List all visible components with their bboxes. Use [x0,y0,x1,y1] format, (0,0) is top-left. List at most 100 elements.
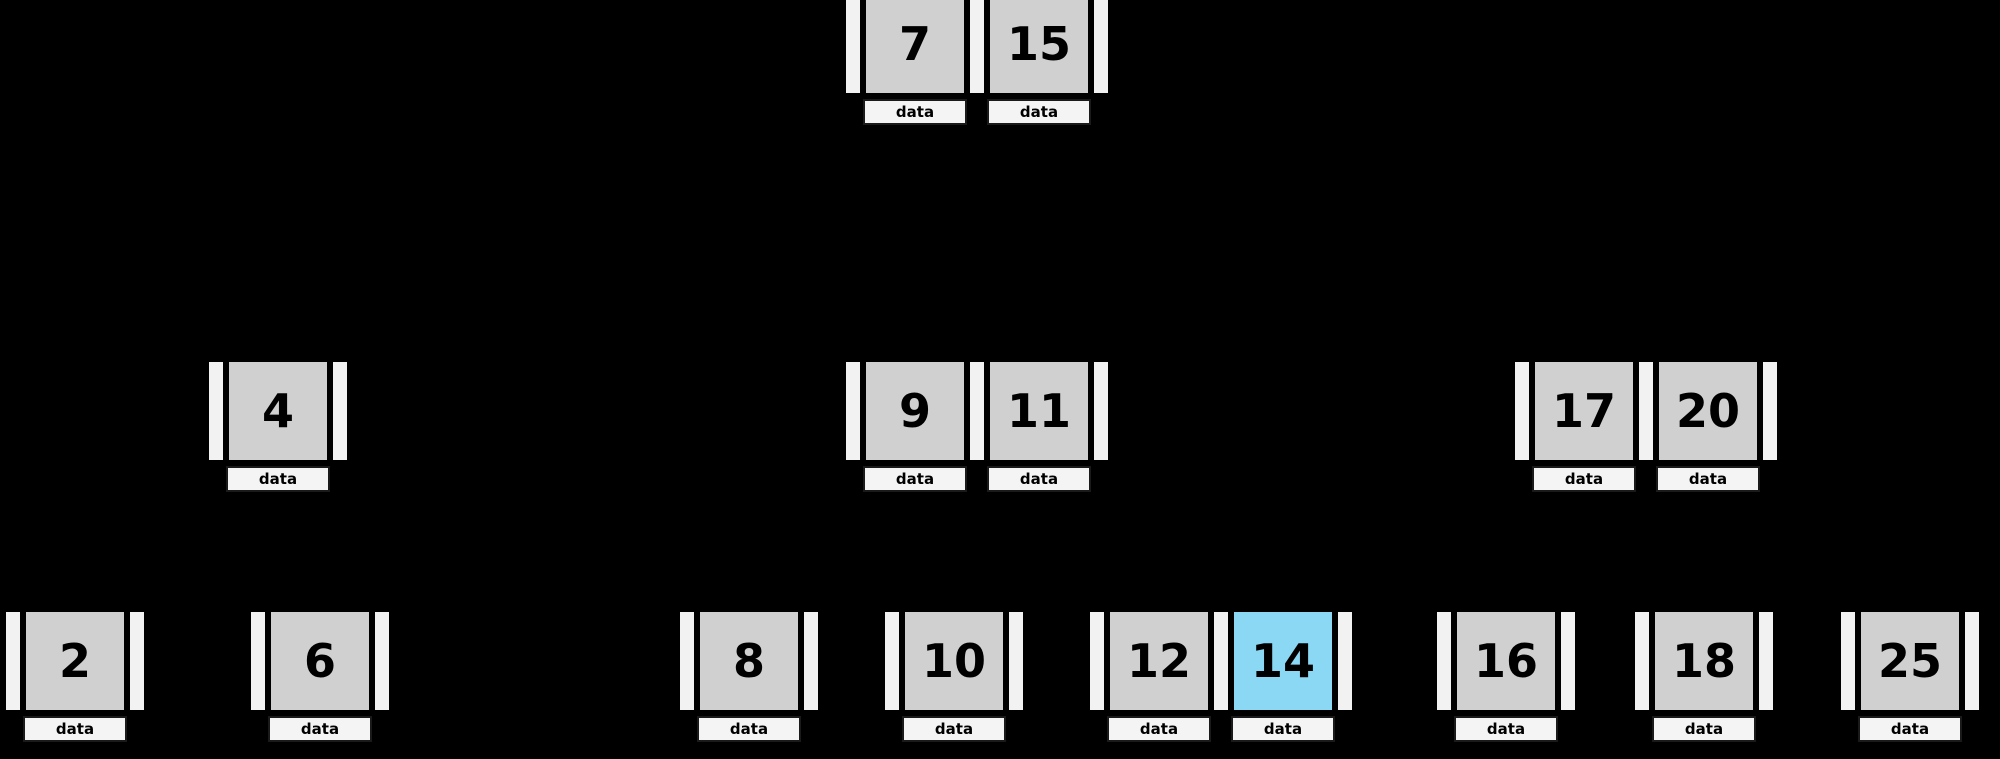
key-value[interactable]: 4 [226,359,330,463]
pointer-slot[interactable] [1512,359,1532,463]
child-pointer-icon[interactable] [967,0,987,96]
child-pointer-icon[interactable] [1091,359,1111,463]
pointer-slot[interactable] [967,0,987,96]
pointer-slot[interactable] [1838,609,1858,713]
child-pointer-icon[interactable] [127,609,147,713]
child-pointer-icon[interactable] [1632,609,1652,713]
key-value[interactable]: 9 [863,359,967,463]
child-pointer-icon[interactable] [1962,609,1982,713]
key-value[interactable]: 10 [902,609,1006,713]
child-pointer-icon[interactable] [1636,359,1656,463]
key-value-highlighted[interactable]: 14 [1231,609,1335,713]
key-value[interactable]: 25 [1858,609,1962,713]
pointer-slot[interactable] [843,0,863,96]
child-pointer-icon[interactable] [330,359,350,463]
child-pointer-icon[interactable] [677,609,697,713]
pointer-slot[interactable] [1335,609,1355,713]
child-pointer-icon[interactable] [1512,359,1532,463]
key-value[interactable]: 8 [697,609,801,713]
child-pointer-icon[interactable] [3,609,23,713]
pointer-slot[interactable] [1962,609,1982,713]
pointer-slot[interactable] [1756,609,1776,713]
pointer-slot[interactable] [677,609,697,713]
child-pointer-icon[interactable] [1558,609,1578,713]
child-pointer-icon[interactable] [1211,609,1231,713]
pointer-slot[interactable] [1632,609,1652,713]
child-pointer-icon[interactable] [372,609,392,713]
pointer-slot[interactable] [330,359,350,463]
child-pointer-icon[interactable] [1006,609,1026,713]
pointer-slot[interactable] [882,609,902,713]
child-pointer-icon[interactable] [1756,609,1776,713]
pointer-slot[interactable] [1558,609,1578,713]
child-pointer-icon[interactable] [1838,609,1858,713]
pointer-slot[interactable] [801,609,821,713]
pointer-slot[interactable] [127,609,147,713]
child-pointer-icon[interactable] [1434,609,1454,713]
child-pointer-icon[interactable] [248,609,268,713]
pointer-slot[interactable] [372,609,392,713]
child-pointer-icon[interactable] [1335,609,1355,713]
child-pointer-icon[interactable] [967,359,987,463]
pointer-slot[interactable] [967,359,987,463]
key-value[interactable]: 18 [1652,609,1756,713]
key-value[interactable]: 12 [1107,609,1211,713]
pointer-slot[interactable] [1760,359,1780,463]
key-value[interactable]: 16 [1454,609,1558,713]
key-value[interactable]: 15 [987,0,1091,96]
pointer-slot[interactable] [1006,609,1026,713]
pointer-slot[interactable] [1636,359,1656,463]
child-pointer-icon[interactable] [1087,609,1107,713]
pointer-slot[interactable] [1087,609,1107,713]
pointer-slot[interactable] [206,359,226,463]
child-pointer-icon[interactable] [882,609,902,713]
child-pointer-icon[interactable] [801,609,821,713]
key-value[interactable]: 17 [1532,359,1636,463]
key-value[interactable]: 7 [863,0,967,96]
child-pointer-icon[interactable] [843,359,863,463]
pointer-slot[interactable] [1091,0,1111,96]
key-value[interactable]: 11 [987,359,1091,463]
pointer-slot[interactable] [1211,609,1231,713]
child-pointer-icon[interactable] [206,359,226,463]
key-value[interactable]: 20 [1656,359,1760,463]
child-pointer-icon[interactable] [1760,359,1780,463]
pointer-slot[interactable] [3,609,23,713]
pointer-slot[interactable] [1434,609,1454,713]
child-pointer-icon[interactable] [1091,0,1111,96]
pointer-slot[interactable] [843,359,863,463]
pointer-slot[interactable] [1091,359,1111,463]
key-value[interactable]: 6 [268,609,372,713]
pointer-slot[interactable] [248,609,268,713]
child-pointer-icon[interactable] [843,0,863,96]
key-value[interactable]: 2 [23,609,127,713]
